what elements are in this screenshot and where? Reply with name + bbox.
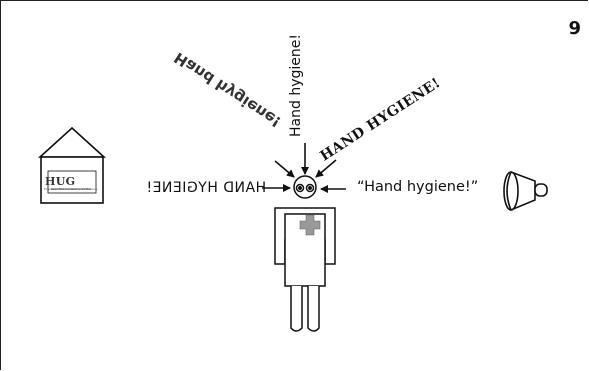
message-top: Hand hygiene!: [289, 34, 303, 137]
house-icon: [40, 128, 104, 203]
message-left-mirrored: HAND HYGIENE!: [146, 181, 266, 195]
hospital-logo-name: HUG: [45, 176, 75, 187]
message-right: “Hand hygiene!”: [357, 180, 478, 195]
hospital-logo-subtitle: Hôpitaux Universitaires de Genève: [44, 188, 97, 191]
megaphone-icon: [504, 172, 547, 210]
arrow-upper-left: [275, 161, 294, 177]
person-icon: [275, 176, 335, 331]
